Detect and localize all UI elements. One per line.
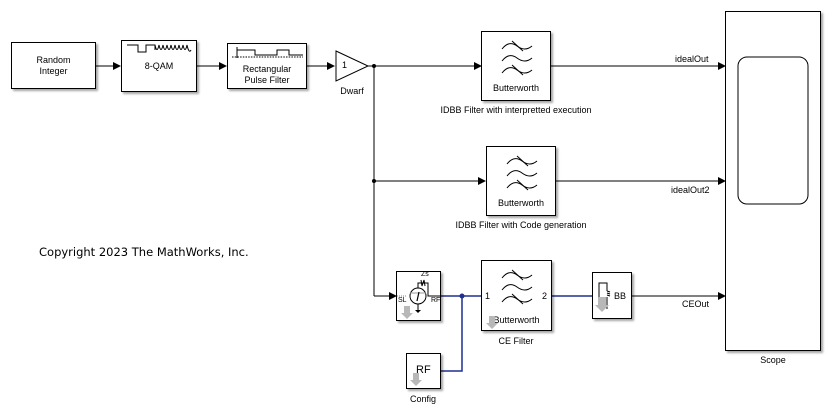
config-label: Config — [409, 394, 436, 404]
scope-screen-icon — [737, 56, 809, 205]
inport-rf-block[interactable]: Zs SL RF — [396, 271, 441, 321]
lowpass-filter-icon — [506, 155, 538, 191]
outport-bb-block[interactable]: BB — [592, 272, 632, 319]
idbb-filter-interpreted-block[interactable]: Butterworth — [481, 31, 551, 101]
ce-filter-icon-text: Butterworth — [493, 315, 540, 325]
ce-port-in: 1 — [485, 291, 491, 301]
signal-label-ce-out[interactable]: CEOut — [682, 299, 710, 309]
qam-label: 8-QAM — [144, 61, 174, 71]
idbb-filter-interpreted-label: IDBB Filter with interpretted execution — [440, 105, 592, 115]
physical-junction-dot — [459, 293, 465, 299]
scope-label: Scope — [760, 355, 786, 365]
inport-port-right: RF — [431, 297, 441, 304]
qam-modulator-block[interactable]: 8-QAM — [121, 40, 197, 92]
rectangular-pulse-filter-block[interactable]: Rectangular Pulse Filter — [227, 43, 307, 89]
library-link-arrow-icon — [486, 316, 498, 329]
idbb-filter-codegen-label: IDBB Filter with Code generation — [455, 220, 587, 230]
pulse-waveform-icon — [232, 47, 303, 58]
library-link-arrow-icon — [401, 306, 413, 319]
idbb-filter-codegen-block[interactable]: Butterworth — [486, 146, 556, 216]
solver-config-block[interactable]: RF — [406, 353, 441, 389]
idbb-interpreted-icon-text: Butterworth — [492, 83, 540, 93]
signal-label-ideal-out2[interactable]: idealOut2 — [671, 185, 710, 195]
idbb-codegen-icon-text: Butterworth — [497, 198, 545, 208]
gain-block[interactable] — [335, 50, 371, 82]
physical-line-config[interactable] — [441, 296, 463, 372]
lowpass-filter-icon — [501, 269, 533, 305]
random-integer-block[interactable]: Random Integer — [11, 42, 96, 89]
rect-filter-label-line2: Pulse Filter — [244, 75, 290, 85]
outport-sensor-icon — [595, 282, 611, 312]
voltage-source-icon — [397, 279, 440, 313]
junction-dot — [372, 179, 376, 183]
inport-port-top: Zs — [421, 271, 429, 278]
ce-filter-block[interactable]: 1 2 Butterworth — [481, 260, 552, 331]
library-link-arrow-icon — [410, 373, 422, 386]
random-integer-label-line1: Random — [36, 55, 71, 65]
signal-label-ideal-out[interactable]: idealOut — [675, 54, 709, 64]
outport-bb-text: BB — [614, 291, 627, 301]
lowpass-filter-icon — [501, 40, 533, 76]
modulation-waveform-icon — [127, 44, 192, 53]
copyright-annotation: Copyright 2023 The MathWorks, Inc. — [39, 245, 249, 259]
ce-port-out: 2 — [542, 291, 548, 301]
rect-filter-label-line1: Rectangular — [242, 64, 292, 74]
random-integer-label-line2: Integer — [39, 66, 68, 76]
gain-value: 1 — [342, 60, 348, 70]
ce-filter-label: CE Filter — [498, 336, 534, 346]
inport-port-left: SL — [398, 297, 407, 304]
scope-block[interactable] — [725, 11, 821, 351]
junction-dot — [372, 64, 376, 68]
config-rf-text: RF — [416, 364, 431, 376]
gain-block-label: Dwarf — [340, 86, 364, 96]
